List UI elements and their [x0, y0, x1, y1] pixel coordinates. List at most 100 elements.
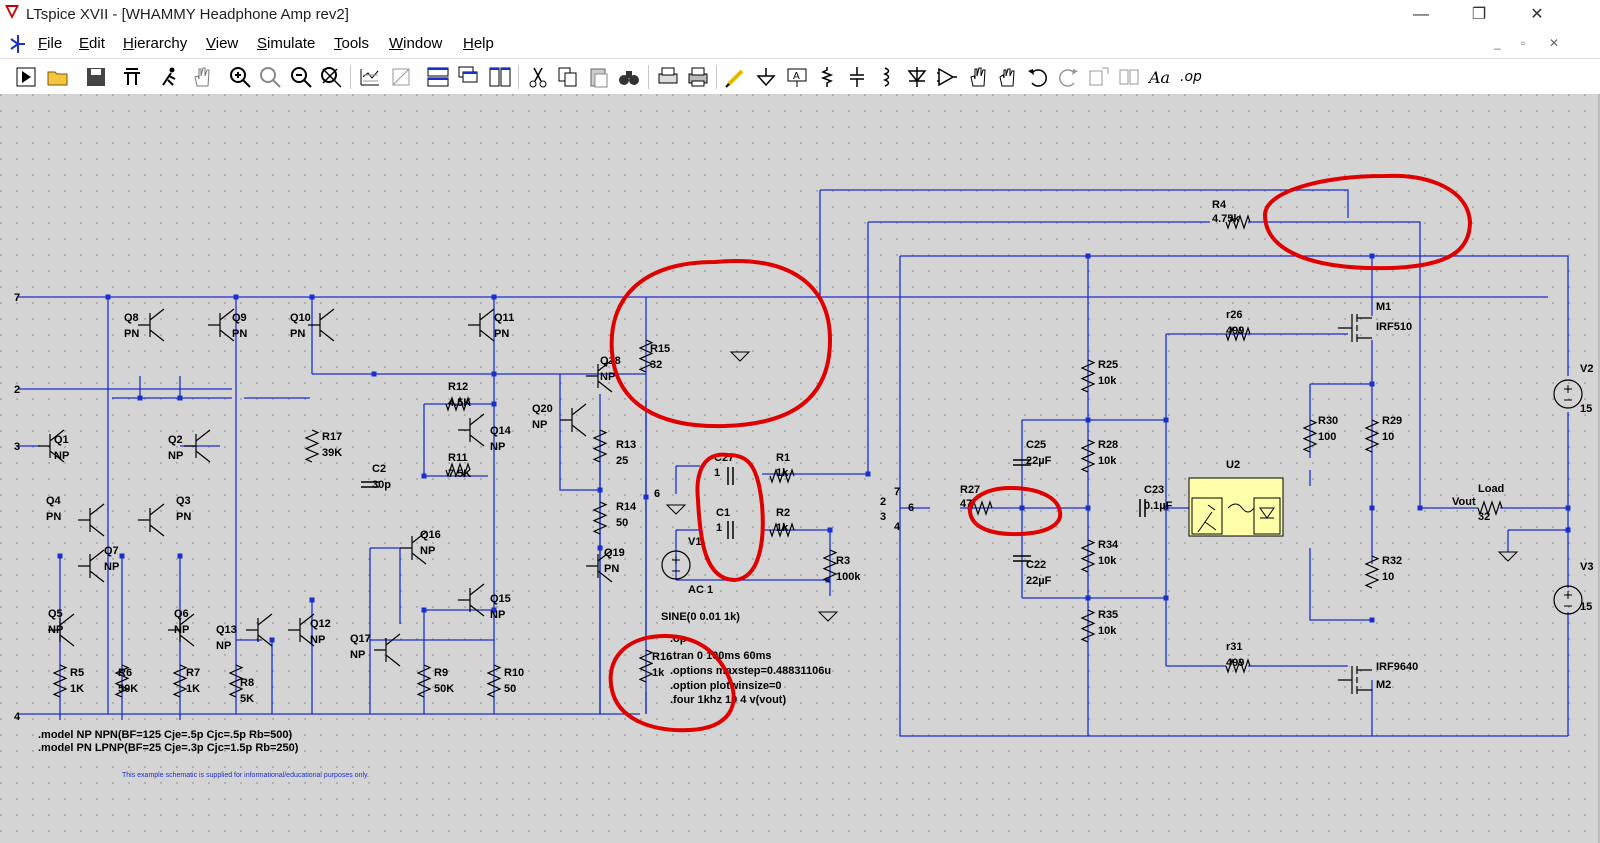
- drag-icon[interactable]: [996, 65, 1020, 89]
- junction-dot: [865, 471, 871, 477]
- restore-button[interactable]: ❐: [1471, 6, 1487, 23]
- autorange-icon[interactable]: [358, 65, 382, 89]
- component-value: NP: [216, 640, 231, 652]
- save-icon[interactable]: [84, 65, 108, 89]
- resistor-symbol: [769, 522, 795, 538]
- open-icon[interactable]: [46, 65, 70, 89]
- zoom-out-icon[interactable]: [289, 65, 313, 89]
- optocoupler-u2[interactable]: [1188, 477, 1284, 537]
- component-ref: R25: [1098, 359, 1118, 371]
- schematic-drawing[interactable]: Q8PNQ9PNQ10PNQ11PNQ1NPQ2NPQ4PNQ3PNQ7NPQ5…: [0, 94, 1598, 843]
- component-value: AC 1: [688, 584, 713, 596]
- minimize-button[interactable]: —: [1413, 6, 1429, 23]
- mirror-icon[interactable]: [1117, 65, 1141, 89]
- component-value: 10: [1382, 571, 1394, 583]
- menu-tools[interactable]: Tools: [334, 35, 370, 52]
- component-value: NP: [54, 450, 69, 462]
- component-value: PN: [494, 328, 509, 340]
- zoom-fit-icon[interactable]: [319, 65, 343, 89]
- zoom-in-icon[interactable]: [228, 65, 252, 89]
- resistor-symbol: [1364, 419, 1380, 453]
- component-value: 32: [1478, 511, 1490, 523]
- spice-directive-icon[interactable]: .op: [1180, 69, 1202, 85]
- junction-dot: [119, 553, 125, 559]
- component-value: 7.5K: [448, 468, 471, 480]
- transistor-symbol: [168, 613, 195, 647]
- component-ref: R32: [1382, 555, 1402, 567]
- mdi-close-button[interactable]: ✕: [1549, 36, 1560, 50]
- transistor-symbol: [48, 613, 75, 647]
- red-annotations: [608, 173, 1473, 733]
- halt-icon[interactable]: [158, 65, 182, 89]
- undo-icon[interactable]: [1026, 65, 1050, 89]
- component-value: NP: [48, 624, 63, 636]
- menu-help[interactable]: Help: [463, 35, 494, 52]
- resistor-icon[interactable]: [815, 65, 839, 89]
- component-icon[interactable]: [935, 65, 959, 89]
- print-icon[interactable]: [686, 65, 710, 89]
- draw-wire-icon[interactable]: [724, 65, 748, 89]
- component-value: PN: [124, 328, 139, 340]
- pan-icon[interactable]: [190, 65, 214, 89]
- resistor-symbol: [486, 664, 502, 698]
- print-setup-icon[interactable]: [656, 65, 680, 89]
- control-panel-icon[interactable]: [120, 65, 144, 89]
- text-icon[interactable]: Aa: [1148, 65, 1172, 89]
- menu-file[interactable]: File: [38, 35, 63, 52]
- component-ref: Q16: [420, 529, 441, 541]
- resistor-symbol: [304, 429, 320, 463]
- component-value: 10k: [1098, 375, 1117, 387]
- component-ref: Q15: [490, 593, 511, 605]
- junction-dot: [827, 527, 833, 533]
- paste-icon[interactable]: [587, 65, 611, 89]
- annotation-circle-r27: [967, 486, 1063, 537]
- schematic-doc-icon[interactable]: [6, 33, 28, 55]
- capacitor-symbol: [1139, 499, 1146, 517]
- menu-view[interactable]: View: [206, 35, 239, 52]
- component-ref: R13: [616, 439, 636, 451]
- component-ref: Q12: [310, 618, 331, 630]
- zoom-area-icon[interactable]: [258, 65, 282, 89]
- junction-dot: [1369, 381, 1375, 387]
- inductor-icon[interactable]: [875, 65, 899, 89]
- transistor-symbol: [38, 429, 65, 463]
- capacitor-symbol: [1013, 459, 1031, 466]
- component-value: 1k: [776, 467, 789, 479]
- resistor-symbol: [638, 339, 654, 373]
- component-value: PN: [290, 328, 305, 340]
- resistor-symbol: [1080, 359, 1096, 393]
- menu-window[interactable]: Window: [389, 35, 443, 52]
- run-icon[interactable]: [14, 65, 38, 89]
- copy-icon[interactable]: [556, 65, 580, 89]
- junction-dot: [491, 371, 497, 377]
- component-value: 22µF: [1026, 455, 1052, 467]
- ground-symbol: [665, 504, 687, 515]
- mdi-minimize-button[interactable]: _: [1494, 36, 1501, 50]
- rotate-icon[interactable]: [1087, 65, 1111, 89]
- menu-simulate[interactable]: Simulate: [257, 35, 316, 52]
- component-ref: C22: [1026, 559, 1046, 571]
- plot-settings-icon[interactable]: [389, 65, 413, 89]
- redo-icon[interactable]: [1056, 65, 1080, 89]
- find-icon[interactable]: [617, 65, 641, 89]
- menu-hierarchy[interactable]: Hierarchy: [123, 35, 188, 52]
- component-ref: Q18: [600, 355, 621, 367]
- tile-vertical-icon[interactable]: [488, 65, 512, 89]
- menu-edit[interactable]: Edit: [79, 35, 105, 52]
- capacitor-icon[interactable]: [845, 65, 869, 89]
- tile-horizontal-icon[interactable]: [426, 65, 450, 89]
- component-ref: R12: [448, 381, 468, 393]
- ground-icon[interactable]: [754, 65, 778, 89]
- component-ref: R34: [1098, 539, 1119, 551]
- component-value: 499: [1226, 325, 1244, 337]
- label-net-icon[interactable]: A: [785, 65, 809, 89]
- move-icon[interactable]: [966, 65, 990, 89]
- component-value: PN: [232, 328, 247, 340]
- cascade-icon[interactable]: [457, 65, 481, 89]
- close-button[interactable]: ✕: [1530, 6, 1544, 23]
- mdi-restore-button[interactable]: ▫: [1521, 36, 1526, 50]
- cut-icon[interactable]: [526, 65, 550, 89]
- svg-text:Aa: Aa: [1148, 68, 1170, 87]
- diode-icon[interactable]: [905, 65, 929, 89]
- component-value: 30p: [372, 479, 391, 491]
